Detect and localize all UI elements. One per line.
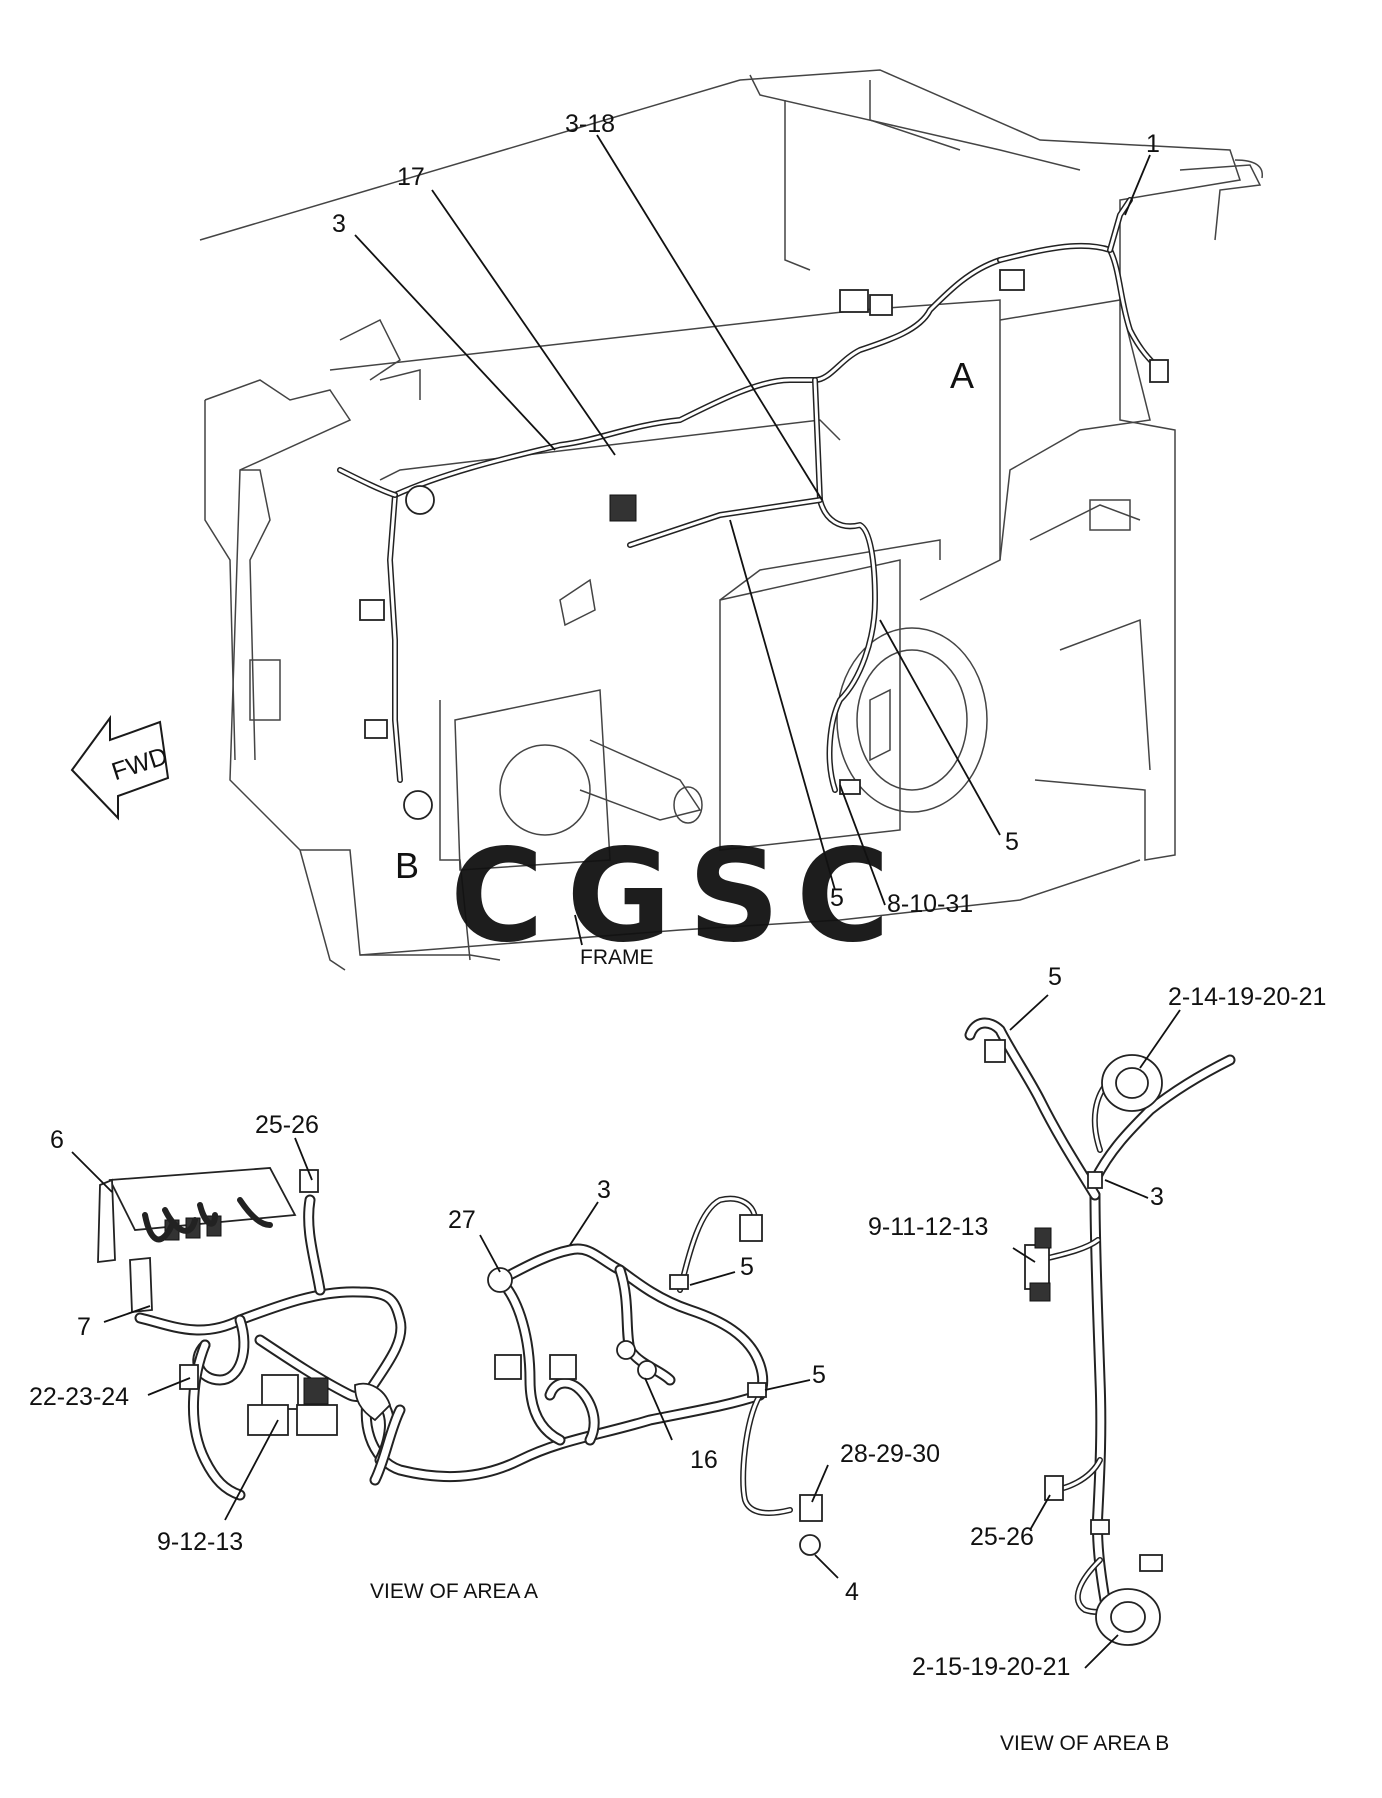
label-3-b: 3 [1150, 1183, 1164, 1211]
label-1: 1 [1146, 130, 1160, 158]
frame-body [199, 69, 1263, 971]
label-5-right: 5 [1005, 828, 1019, 856]
watermark-letter-s: S [688, 822, 780, 971]
label-3-18: 3-18 [565, 110, 615, 138]
label-6: 6 [50, 1126, 64, 1154]
label-3-a: 3 [597, 1176, 611, 1204]
label-4: 4 [845, 1578, 859, 1606]
watermark-letter-c2: C [796, 822, 890, 971]
forward-arrow-icon [70, 714, 170, 821]
label-frame: FRAME [580, 946, 654, 969]
label-area-a: A [950, 355, 974, 396]
label-7: 7 [77, 1313, 91, 1341]
label-2-15-19-20-21: 2-15-19-20-21 [912, 1653, 1070, 1681]
label-28-29-30: 28-29-30 [840, 1440, 940, 1468]
area-b-harness [964, 1017, 1236, 1646]
label-25-26-a: 25-26 [255, 1111, 319, 1139]
caption-view-area-a: VIEW OF AREA A [370, 1580, 538, 1603]
label-9-12-13-a: 9-12-13 [157, 1528, 243, 1556]
caption-view-area-b: VIEW OF AREA B [1000, 1732, 1169, 1755]
area-a-harness [97, 1167, 823, 1556]
watermark-logo: C G S C [450, 822, 890, 971]
label-5-a-top: 5 [740, 1253, 754, 1281]
label-22-23-24: 22-23-24 [29, 1383, 129, 1411]
label-16: 16 [690, 1446, 718, 1474]
watermark-letter-g: G [566, 822, 671, 971]
label-area-b: B [395, 845, 419, 886]
label-5-center: 5 [830, 884, 844, 912]
label-25-26-b: 25-26 [970, 1523, 1034, 1551]
watermark-letter-c1: C [450, 822, 544, 971]
main-leader-lines [354, 134, 1151, 946]
label-3: 3 [332, 210, 346, 238]
label-9-11-12-13: 9-11-12-13 [868, 1213, 988, 1241]
label-27: 27 [448, 1206, 476, 1234]
area-b-leader-lines [1009, 994, 1181, 1669]
label-5-a-bottom: 5 [812, 1361, 826, 1389]
label-5-b: 5 [1048, 963, 1062, 991]
main-harness [337, 197, 1169, 820]
label-2-14-19-20-21: 2-14-19-20-21 [1168, 983, 1326, 1011]
area-a-leader-lines [71, 1137, 839, 1579]
label-17: 17 [397, 163, 425, 191]
label-8-10-31: 8-10-31 [887, 890, 973, 918]
